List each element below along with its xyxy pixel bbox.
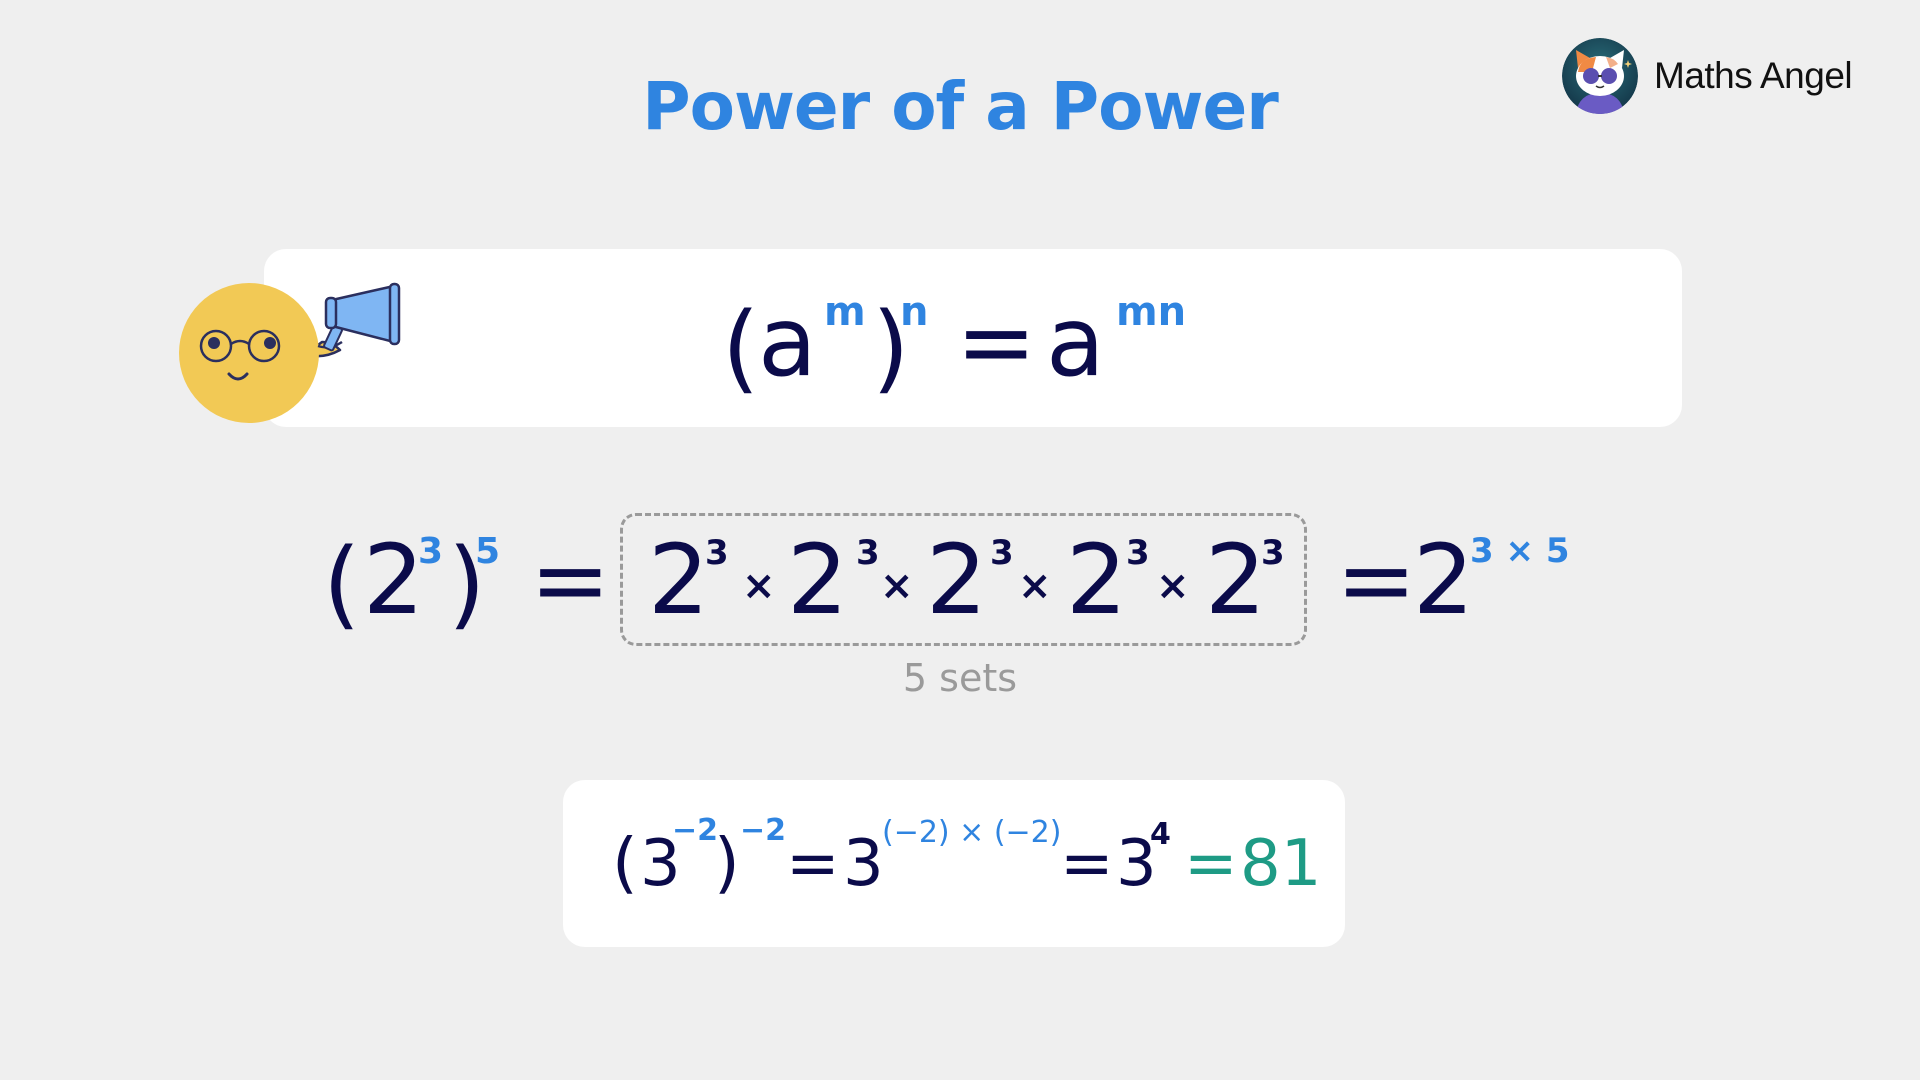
ex2-open-paren: (	[612, 824, 638, 901]
ex1-equals-2: =	[1336, 524, 1417, 636]
ex2-close-paren: )	[714, 824, 740, 901]
ex2-simplified-base: 3	[1116, 827, 1157, 901]
sets-count-label: 5 sets	[902, 656, 1018, 700]
ex1-result-exponent: 3 × 5	[1470, 531, 1570, 571]
ex2-final-value: 81	[1240, 827, 1322, 901]
ex1-times-2: ×	[880, 563, 914, 609]
ex1-term-2-exponent: 3	[856, 533, 880, 573]
ex1-equals: =	[530, 524, 611, 636]
ex1-base: 2	[363, 524, 425, 636]
rule-base: a	[758, 286, 817, 398]
ex1-term-4-exponent: 3	[1126, 533, 1150, 573]
ex1-inner-exponent: 3	[418, 531, 444, 572]
ex1-term-3-exponent: 3	[990, 533, 1014, 573]
expanded-product-box	[620, 513, 1307, 646]
ex1-close-paren: )	[448, 528, 486, 640]
ex2-base: 3	[640, 827, 681, 901]
ex2-equals-2: =	[1060, 827, 1114, 901]
ex1-term-5-base: 2	[1205, 524, 1267, 636]
ex2-equals-3: =	[1184, 827, 1238, 901]
rule-result-exponent: mn	[1116, 289, 1187, 335]
rule-equals: =	[956, 286, 1037, 398]
ex1-outer-exponent: 5	[475, 531, 501, 572]
brand-logo: Maths Angel	[1562, 38, 1853, 114]
ex1-times-3: ×	[1018, 563, 1052, 609]
ex1-term-2-base: 2	[787, 524, 849, 636]
ex1-times-4: ×	[1156, 563, 1190, 609]
ex1-term-1-exponent: 3	[705, 533, 729, 573]
rule-close-paren: )	[872, 292, 910, 404]
page-title: Power of a Power	[642, 68, 1279, 145]
ex2-step-exponent: (−2) × (−2)	[882, 815, 1062, 850]
rule-open-paren: (	[722, 292, 760, 404]
ex1-open-paren: (	[323, 528, 361, 640]
ex2-simplified-exponent: 4	[1150, 817, 1171, 852]
cat-avatar-icon	[1562, 38, 1638, 114]
smiley-megaphone-mascot-icon	[172, 280, 412, 430]
rule-outer-exponent: n	[900, 289, 929, 335]
rule-result-base: a	[1046, 286, 1105, 398]
brand-name: Maths Angel	[1654, 55, 1853, 96]
ex1-term-5-exponent: 3	[1261, 533, 1285, 573]
ex2-inner-exponent: −2	[672, 813, 719, 848]
ex1-term-3-base: 2	[926, 524, 988, 636]
example-2-panel	[563, 780, 1345, 947]
ex2-outer-exponent: −2	[740, 813, 787, 848]
rule-inner-exponent: m	[824, 289, 866, 335]
ex2-equals-1: =	[786, 827, 840, 901]
ex1-result-base: 2	[1413, 524, 1475, 636]
ex2-step-base: 3	[843, 827, 884, 901]
ex1-term-1-base: 2	[648, 524, 710, 636]
ex1-times-1: ×	[742, 563, 776, 609]
ex1-term-4-base: 2	[1066, 524, 1128, 636]
rule-panel	[264, 249, 1682, 427]
